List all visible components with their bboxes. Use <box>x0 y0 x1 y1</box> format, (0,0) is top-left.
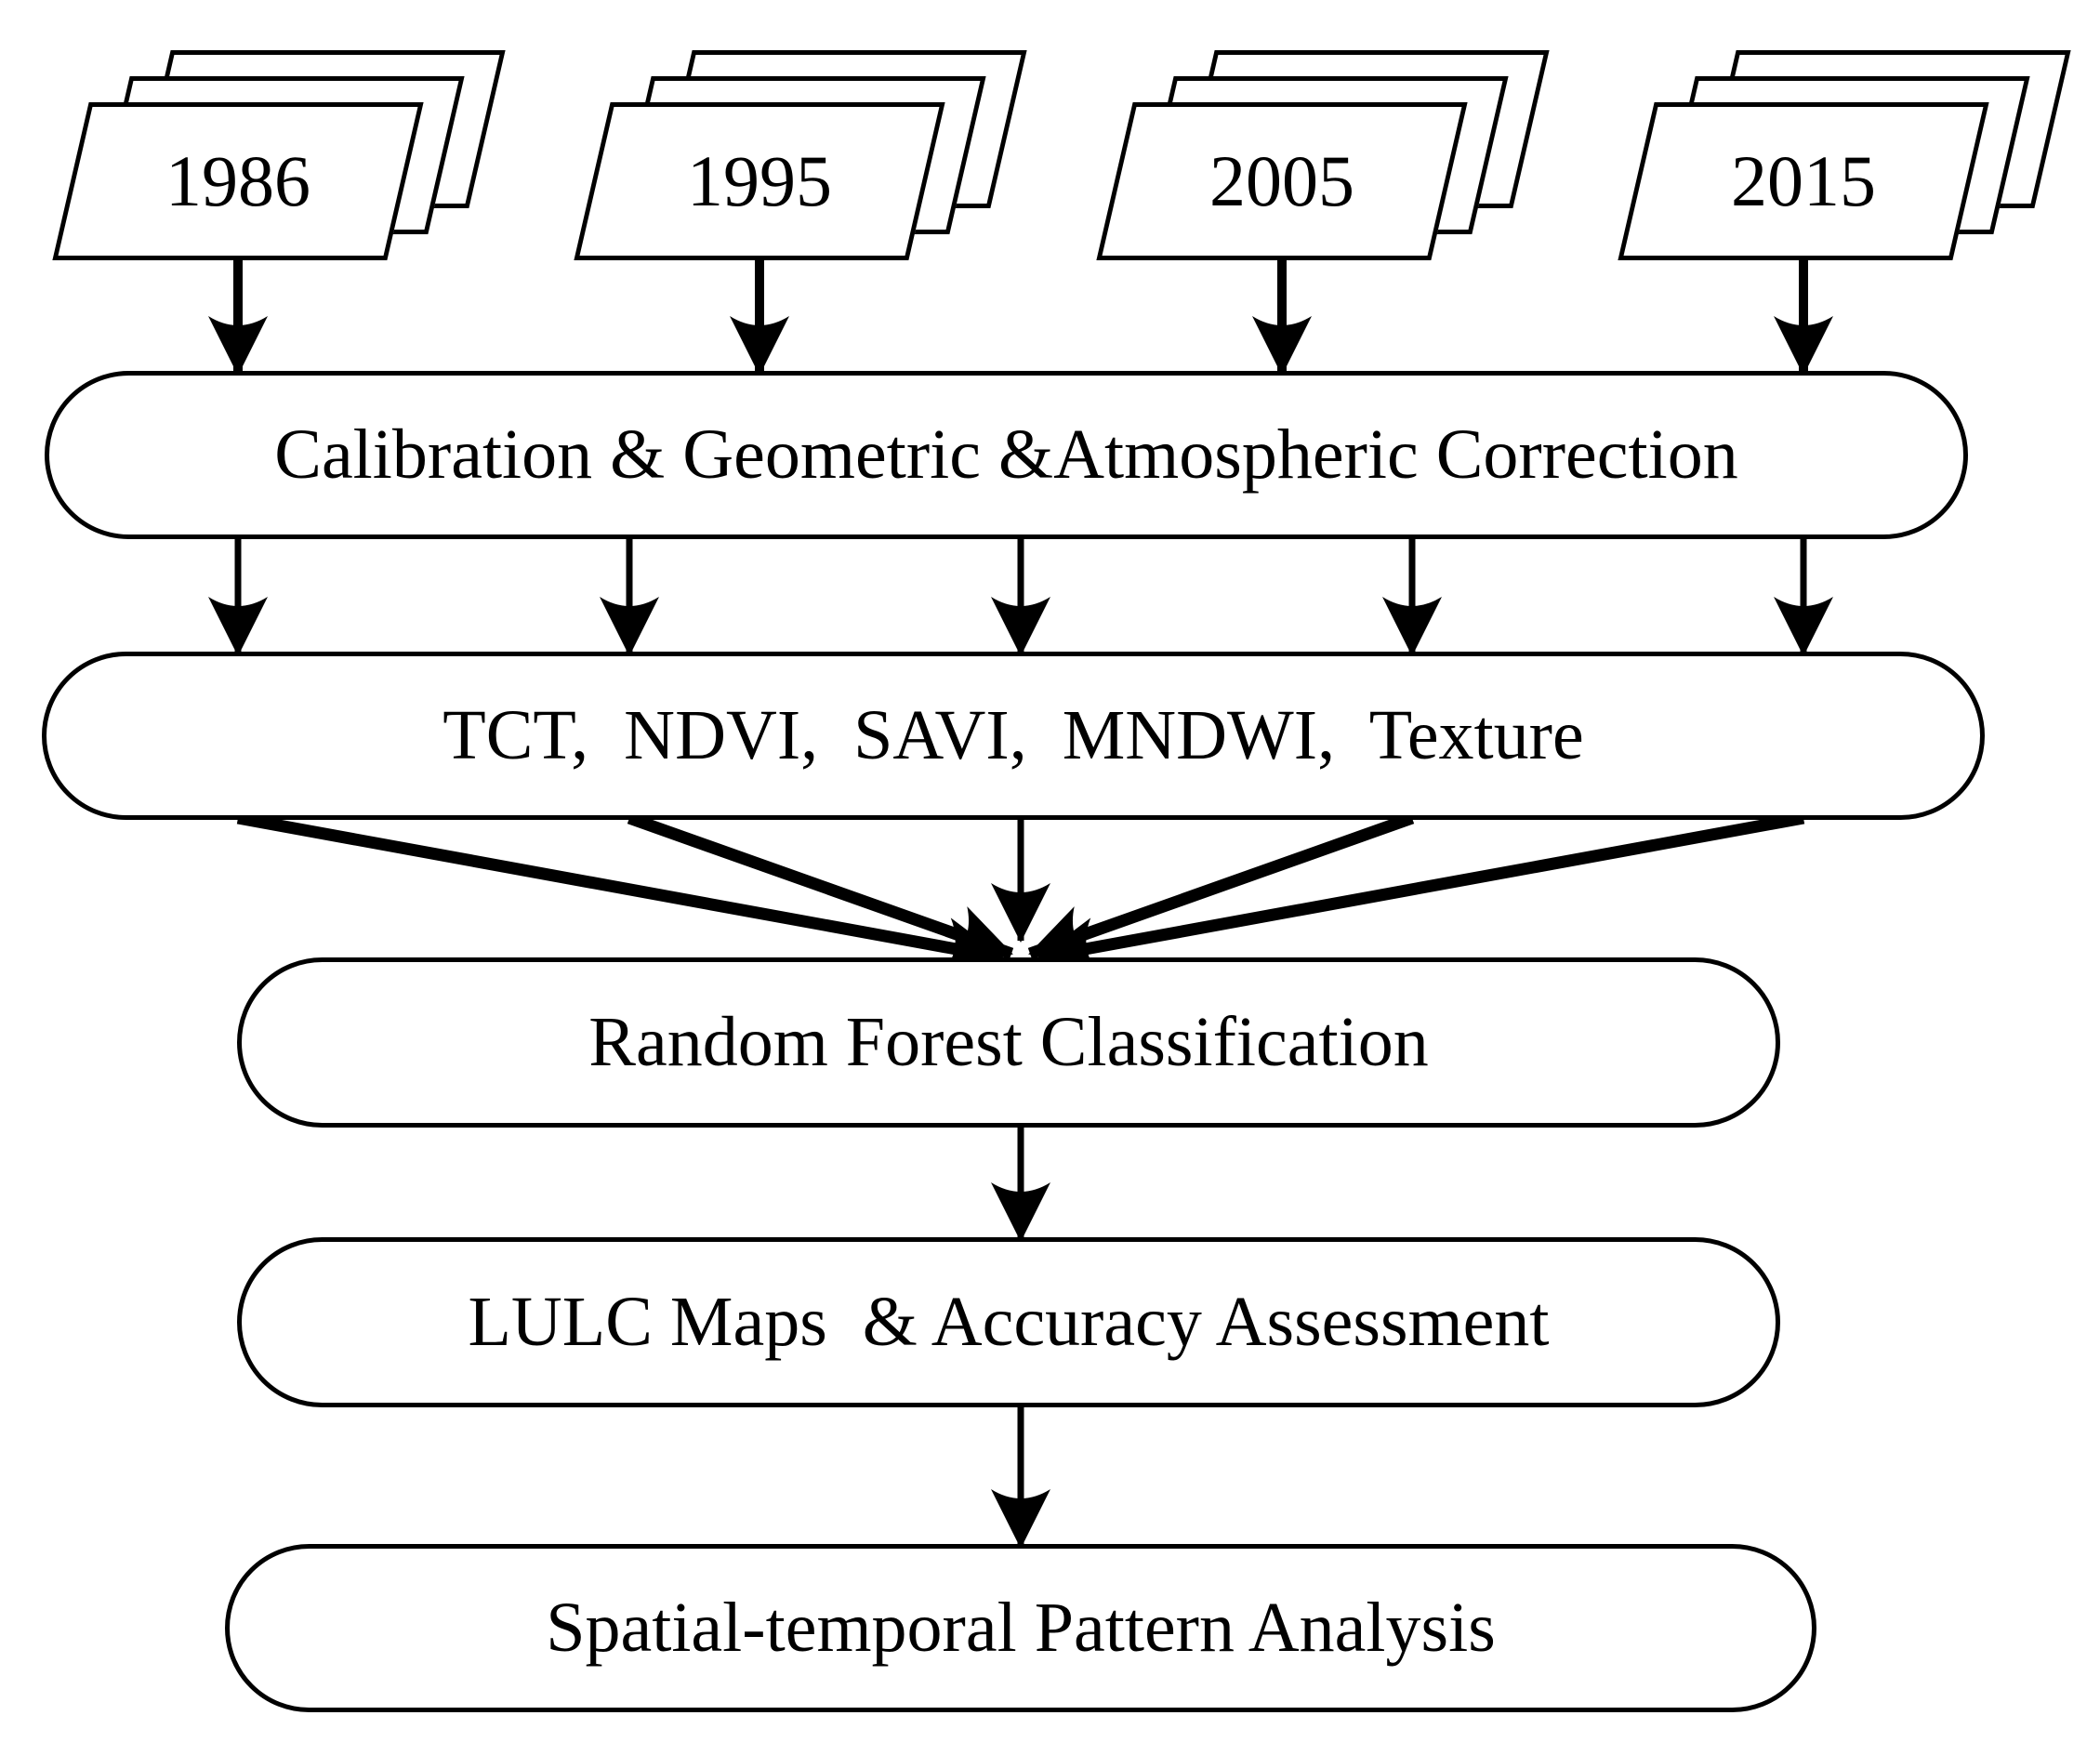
input-year-label: 2005 <box>1209 140 1354 221</box>
node-lulc-accuracy-assessment: LULC Maps & Accuracy Assessment <box>237 1237 1780 1407</box>
node-random-forest-classification: Random Forest Classification <box>237 957 1780 1128</box>
stack-sheet-front: 1995 <box>574 102 945 260</box>
stack-sheet-front: 1986 <box>52 102 424 260</box>
arrow-indices-to-rf-5 <box>1037 812 1805 977</box>
node-label: Spatial-temporal Pattern Analysis <box>546 1589 1496 1667</box>
node-indices-texture: TCT, NDVI, SAVI, MNDWI, Texture <box>42 652 1985 820</box>
node-label: Random Forest Classification <box>588 1003 1429 1081</box>
input-year-label: 1995 <box>687 140 832 221</box>
arrow-indices-to-rf-1 <box>236 812 1004 977</box>
arrow-indices-to-rf-2 <box>627 812 1014 963</box>
node-label: Calibration & Geometric &Atmospheric Cor… <box>274 416 1738 494</box>
node-label: LULC Maps & Accuracy Assessment <box>468 1283 1550 1361</box>
stack-sheet-front: 2005 <box>1096 102 1468 260</box>
input-year-label: 1986 <box>165 140 310 221</box>
node-calibration-correction: Calibration & Geometric &Atmospheric Cor… <box>45 371 1968 539</box>
node-spatial-temporal-analysis: Spatial-temporal Pattern Analysis <box>225 1544 1816 1712</box>
stack-sheet-front: 2015 <box>1618 102 1989 260</box>
node-label: TCT, NDVI, SAVI, MNDWI, Texture <box>442 696 1584 774</box>
arrow-indices-to-rf-4 <box>1027 812 1415 963</box>
input-year-label: 2015 <box>1731 140 1876 221</box>
